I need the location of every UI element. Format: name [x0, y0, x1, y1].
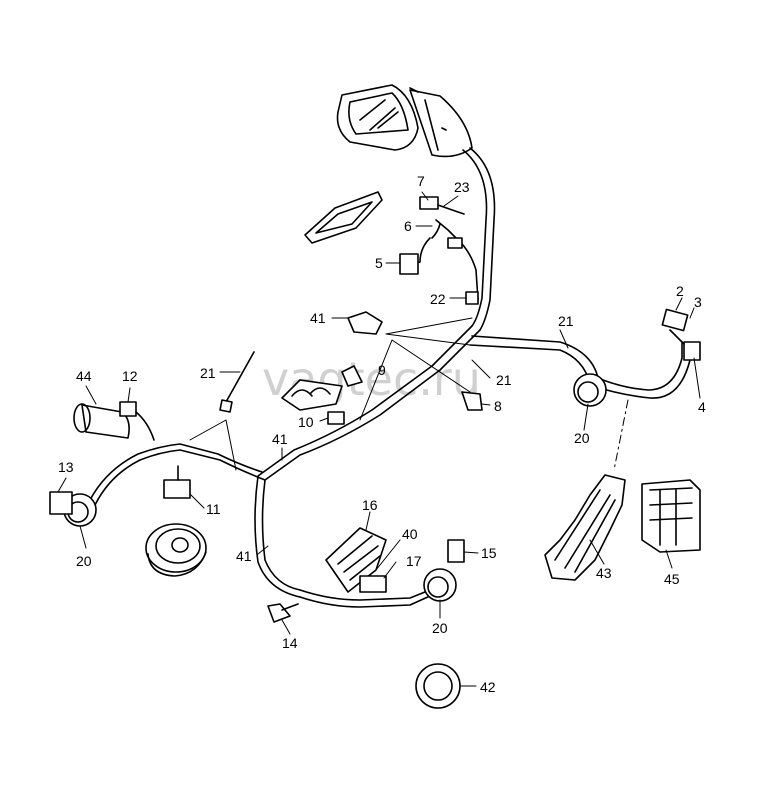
grommet-right [573, 373, 607, 407]
callout-41-top: 41 [310, 310, 326, 326]
door-mirror [336, 84, 473, 158]
callout-10: 10 [298, 414, 314, 430]
callout-41-bottom: 41 [236, 548, 252, 564]
callout-7: 7 [417, 173, 425, 189]
speaker [145, 523, 207, 577]
callout-22: 22 [430, 291, 446, 307]
callout-4: 4 [698, 399, 706, 415]
callout-20-left: 20 [76, 553, 92, 569]
callout-17: 17 [406, 553, 422, 569]
callout-14: 14 [282, 635, 298, 651]
leader-lines [57, 191, 701, 687]
callout-44: 44 [76, 368, 92, 384]
connector-housing [641, 479, 701, 553]
callout-5: 5 [375, 255, 383, 271]
grommet-bottom [423, 568, 457, 602]
sealing-boot [544, 474, 626, 581]
connector-cluster-upper [399, 196, 479, 305]
callout-40: 40 [402, 526, 418, 542]
door-handle-trim [304, 191, 383, 244]
callout-13: 13 [58, 459, 74, 475]
connector-8 [461, 391, 483, 411]
callout-12: 12 [122, 368, 138, 384]
callout-43: 43 [596, 565, 612, 581]
clip-set [281, 311, 383, 425]
callout-8: 8 [494, 398, 502, 414]
callout-42: 42 [480, 679, 496, 695]
callout-21-mid: 21 [496, 372, 512, 388]
callout-20-right: 20 [574, 430, 590, 446]
callout-20-bottom: 20 [432, 620, 448, 636]
bolt-21 [219, 351, 255, 413]
callout-16: 16 [362, 497, 378, 513]
callout-21-left: 21 [200, 365, 216, 381]
ring-42 [415, 663, 461, 709]
callout-15: 15 [481, 545, 497, 561]
callout-6: 6 [404, 218, 412, 234]
callout-11: 11 [206, 501, 221, 517]
main-harness [89, 325, 691, 608]
connector-14 [267, 603, 299, 623]
callout-21-right: 21 [558, 313, 574, 329]
connector-13 [49, 491, 73, 515]
callout-labels: 7 23 6 5 22 41 21 2 3 4 9 21 8 20 21 12 … [58, 173, 706, 695]
clip-11 [163, 465, 191, 499]
mirror-cable [462, 147, 496, 331]
callout-2: 2 [676, 283, 684, 299]
callout-23: 23 [454, 179, 470, 195]
callout-45: 45 [664, 571, 680, 587]
connector-cluster-lower [325, 527, 387, 593]
callout-9: 9 [378, 362, 386, 378]
connector-15 [447, 539, 465, 563]
callout-3: 3 [694, 294, 702, 310]
callout-41-mid: 41 [272, 431, 288, 447]
connector-right-top [661, 308, 701, 361]
